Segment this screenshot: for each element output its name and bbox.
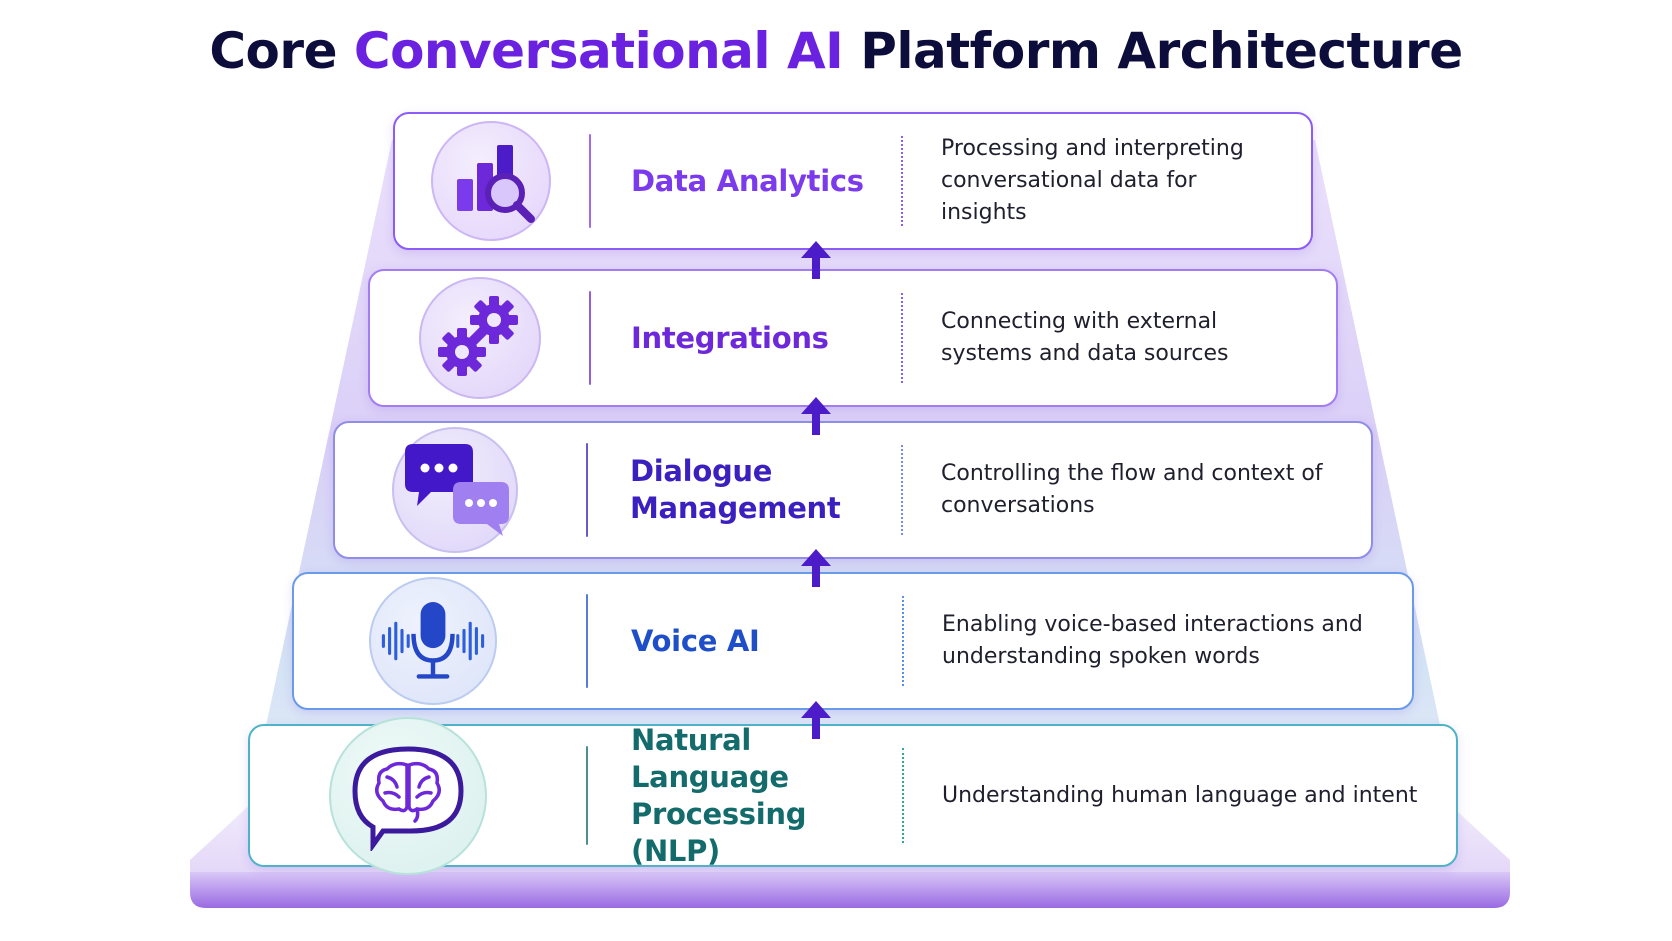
gears-icon (419, 277, 541, 399)
layer-description: Connecting with external systems and dat… (941, 309, 1229, 366)
layer-2: Integrations Connecting with external sys… (368, 269, 1338, 407)
layer-name: Data Analytics (631, 163, 864, 198)
layer-name: Voice AI (631, 623, 760, 658)
page-title: Core Conversational AI Platform Architec… (0, 22, 1672, 80)
layer-divider (586, 443, 588, 537)
up-arrow-icon (799, 397, 833, 435)
layer-name: Integrations (631, 320, 829, 355)
up-arrow-icon (799, 701, 833, 739)
pyramid-base-slab (190, 872, 1510, 908)
title-part-3: Platform Architecture (843, 22, 1463, 80)
title-part-1: Core (209, 22, 354, 80)
layer-1: Data Analytics Processing and interpretin… (393, 112, 1313, 250)
layer-3: Dialogue Management Controlling the flow … (333, 421, 1373, 559)
layer-dotted-divider (901, 445, 903, 535)
brain-speech-bubble-icon (329, 716, 487, 875)
layer-name: Natural Language Processing (NLP) (631, 722, 807, 868)
layer-dotted-divider (902, 596, 904, 686)
chat-bubbles-icon (392, 427, 518, 553)
layer-dotted-divider (901, 293, 903, 383)
layer-description: Understanding human language and intent (942, 782, 1418, 808)
layer-divider (586, 594, 588, 688)
layer-divider (589, 134, 591, 228)
layer-dotted-divider (902, 748, 904, 843)
layer-description: Processing and interpreting conversation… (941, 136, 1244, 225)
layer-description: Controlling the flow and context of conv… (941, 461, 1323, 518)
layer-name: Dialogue Management (630, 454, 841, 525)
layer-dotted-divider (901, 136, 903, 226)
layer-description: Enabling voice-based interactions and un… (942, 612, 1363, 669)
bar-chart-magnifier-icon (431, 121, 551, 241)
up-arrow-icon (799, 241, 833, 279)
microphone-waveform-icon (369, 577, 497, 705)
up-arrow-icon (799, 549, 833, 587)
layer-divider (589, 291, 591, 385)
title-part-2: Conversational AI (353, 22, 844, 80)
layer-divider (586, 746, 588, 845)
layer-5: Natural Language Processing (NLP) Underst… (248, 716, 1458, 875)
layer-4: Voice AI Enabling voice-based interaction… (292, 572, 1414, 710)
